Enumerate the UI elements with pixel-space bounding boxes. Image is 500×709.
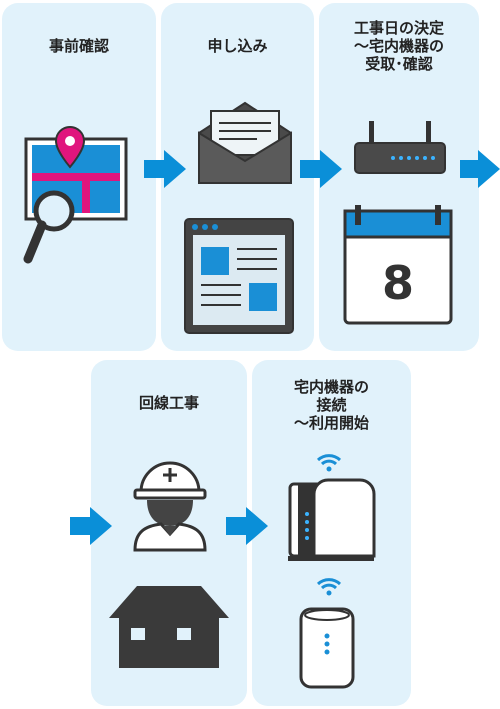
arrow-4 [70, 507, 112, 545]
step-title-precheck: 事前確認 [48, 37, 109, 55]
worker-icon [133, 461, 207, 552]
step-card-precheck: 事前確認 [2, 3, 156, 351]
step-card-connect: 宅内機器の 接続 ～利用開始 [252, 360, 411, 706]
step-title-line-work: 回線工事 [138, 394, 199, 412]
arrow-2 [300, 150, 342, 188]
arrow-5 [226, 507, 268, 545]
house-icon [109, 586, 229, 668]
step-title-schedule: 工事日の決定 ～宅内機器の 受取･確認 [353, 19, 444, 73]
step-card-schedule: 工事日の決定 ～宅内機器の 受取･確認 8 [319, 3, 479, 351]
step-card-line-work: 回線工事 [91, 360, 247, 706]
wifi-icon-2 [316, 578, 342, 596]
wifi-icon [316, 454, 342, 472]
calendar-icon: 8 [343, 205, 453, 325]
arrow-1 [144, 150, 186, 188]
onu-device-icon [288, 478, 376, 561]
step-card-application: 申し込み [161, 3, 314, 351]
web-form-icon [184, 218, 294, 334]
router-icon [354, 121, 446, 174]
smart-speaker-icon [299, 607, 355, 689]
calendar-day: 8 [382, 256, 414, 310]
step-title-connect: 宅内機器の 接続 ～利用開始 [293, 378, 369, 432]
envelope-icon [198, 101, 292, 184]
arrow-3 [460, 150, 500, 188]
step-title-application: 申し込み [207, 37, 268, 55]
map-search-icon [23, 125, 128, 264]
